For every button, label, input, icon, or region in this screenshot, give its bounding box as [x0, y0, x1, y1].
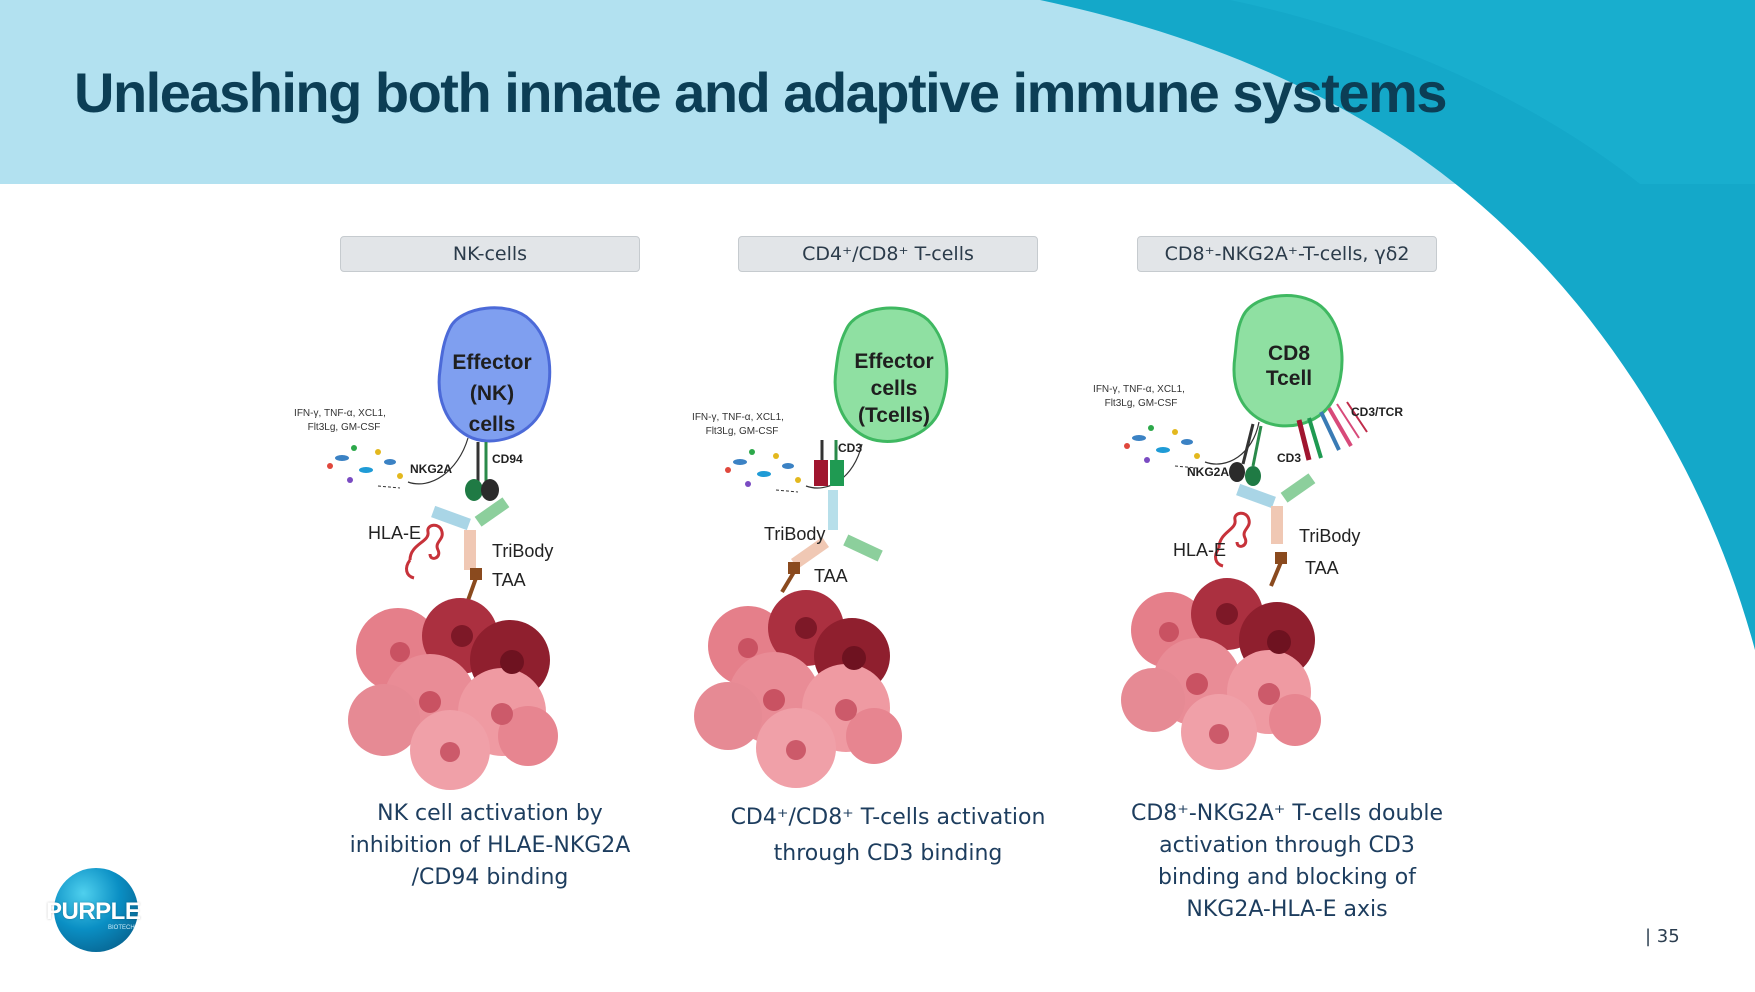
tumor-cell-cluster-icon [694, 590, 902, 788]
tribody-label: TriBody [764, 524, 825, 544]
effector-t-cell-icon [833, 306, 949, 443]
cell-label: Effector cells (Tcells) [854, 350, 933, 427]
panel-caption: NK cell activation by inhibition of HLAE… [349, 801, 631, 890]
page-number: | 35 [1645, 926, 1680, 947]
logo-circle-icon [54, 868, 138, 952]
svg-text:cells: cells [871, 377, 918, 400]
tribody-antibody-icon [431, 497, 510, 570]
tribody-label: TriBody [1299, 526, 1360, 546]
cytokine-particles-icon [327, 437, 469, 489]
svg-text:(Tcells): (Tcells) [858, 404, 930, 427]
svg-text:Effector: Effector [854, 350, 933, 373]
cell-label: Effector (NK) cells [452, 351, 531, 436]
cytokine-text: IFN-γ, TNF-α, XCL1, Flt3Lg, GM-CSF [1093, 384, 1185, 409]
cell-label: CD8 Tcell [1266, 342, 1312, 390]
panel-cd8-nkg2a-t-cells: CD8⁺-NKG2A⁺-T-cells, γδ2 IFN-γ, TNF-α, X… [1077, 230, 1497, 950]
tribody-antibody-icon [790, 490, 883, 569]
effector-nk-cell-icon [437, 306, 552, 443]
cd8-t-cell-icon [1232, 294, 1344, 428]
taa-label: TAA [814, 566, 848, 586]
taa-antigen-icon [780, 562, 800, 594]
logo-subtext: BIOTECH [108, 925, 135, 931]
taa-label: TAA [1305, 558, 1339, 578]
receptor-label: CD3 [838, 441, 862, 455]
ligand-label: HLA-E [368, 523, 421, 543]
svg-text:IFN-γ, TNF-α, XCL1,: IFN-γ, TNF-α, XCL1, [294, 408, 386, 419]
panel-t-cells: CD4⁺/CD8⁺ T-cells IFN-γ, TNF-α, XCL1, Fl… [678, 230, 1098, 950]
panel-header: CD4⁺/CD8⁺ T-cells [738, 236, 1038, 272]
panel-nk-cells: NK-cells IFN-γ, TNF-α, XCL1, Flt3Lg, GM-… [280, 230, 700, 950]
cd3-label: CD3 [1277, 451, 1301, 465]
receptor-label: NKG2A [410, 462, 452, 476]
receptor-label: NKG2A [1187, 465, 1229, 479]
svg-text:(NK): (NK) [470, 382, 514, 405]
cytokine-particles-icon [1124, 421, 1260, 469]
nkg2a-cd94-receptor-icon [465, 442, 499, 501]
svg-text:Flt3Lg, GM-CSF: Flt3Lg, GM-CSF [1105, 398, 1178, 409]
svg-text:IFN-γ, TNF-α, XCL1,: IFN-γ, TNF-α, XCL1, [692, 412, 784, 423]
logo-text: PURPLE [46, 898, 141, 925]
tribody-antibody-icon [1236, 473, 1316, 544]
taa-antigen-icon [1269, 552, 1287, 587]
tumor-cell-cluster-icon [348, 598, 558, 790]
svg-text:CD8: CD8 [1268, 342, 1310, 365]
cd3-receptor-icon [814, 440, 844, 486]
hla-e-ligand-icon [1214, 511, 1251, 568]
slide-title: Unleashing both innate and adaptive immu… [74, 61, 1447, 124]
svg-text:cells: cells [469, 413, 516, 436]
cd8-t-cell-diagram: IFN-γ, TNF-α, XCL1, Flt3Lg, GM-CSF CD8 T… [1093, 294, 1403, 770]
taa-label: TAA [492, 570, 526, 590]
panel-header: NK-cells [340, 236, 640, 272]
svg-text:Effector: Effector [452, 351, 531, 374]
tribody-label: TriBody [492, 541, 553, 561]
nk-cell-diagram: IFN-γ, TNF-α, XCL1, Flt3Lg, GM-CSF Effec… [294, 306, 558, 790]
coreceptor-label: CD94 [492, 452, 523, 466]
svg-text:Flt3Lg, GM-CSF: Flt3Lg, GM-CSF [308, 422, 381, 433]
corner-accent-shape [1040, 0, 1755, 650]
panel-header: CD8⁺-NKG2A⁺-T-cells, γδ2 [1137, 236, 1437, 272]
panel-caption: CD8⁺-NKG2A⁺ T-cells double activation th… [1130, 801, 1444, 922]
cytokine-text: IFN-γ, TNF-α, XCL1, Flt3Lg, GM-CSF [692, 412, 784, 437]
nkg2a-receptor-icon [1229, 423, 1263, 486]
tumor-cell-cluster-icon [1121, 578, 1321, 770]
purple-biotech-logo: PURPLE BIOTECH [46, 868, 156, 954]
svg-text:Tcell: Tcell [1266, 367, 1312, 390]
panel-caption: CD4⁺/CD8⁺ T-cells activation through CD3… [730, 805, 1046, 866]
cd3-tcr-receptor-icon [1296, 401, 1368, 461]
svg-text:IFN-γ, TNF-α, XCL1,: IFN-γ, TNF-α, XCL1, [1093, 384, 1185, 395]
corner-highlight-shape [1230, 0, 1755, 184]
tcr-label: CD3/TCR [1351, 405, 1403, 419]
cytokine-particles-icon [725, 443, 863, 493]
hla-e-ligand-icon [405, 523, 444, 580]
t-cell-diagram: IFN-γ, TNF-α, XCL1, Flt3Lg, GM-CSF Effec… [692, 306, 949, 788]
svg-text:Flt3Lg, GM-CSF: Flt3Lg, GM-CSF [706, 426, 779, 437]
ligand-label: HLA-E [1173, 540, 1226, 560]
cytokine-text: IFN-γ, TNF-α, XCL1, Flt3Lg, GM-CSF [294, 408, 386, 433]
